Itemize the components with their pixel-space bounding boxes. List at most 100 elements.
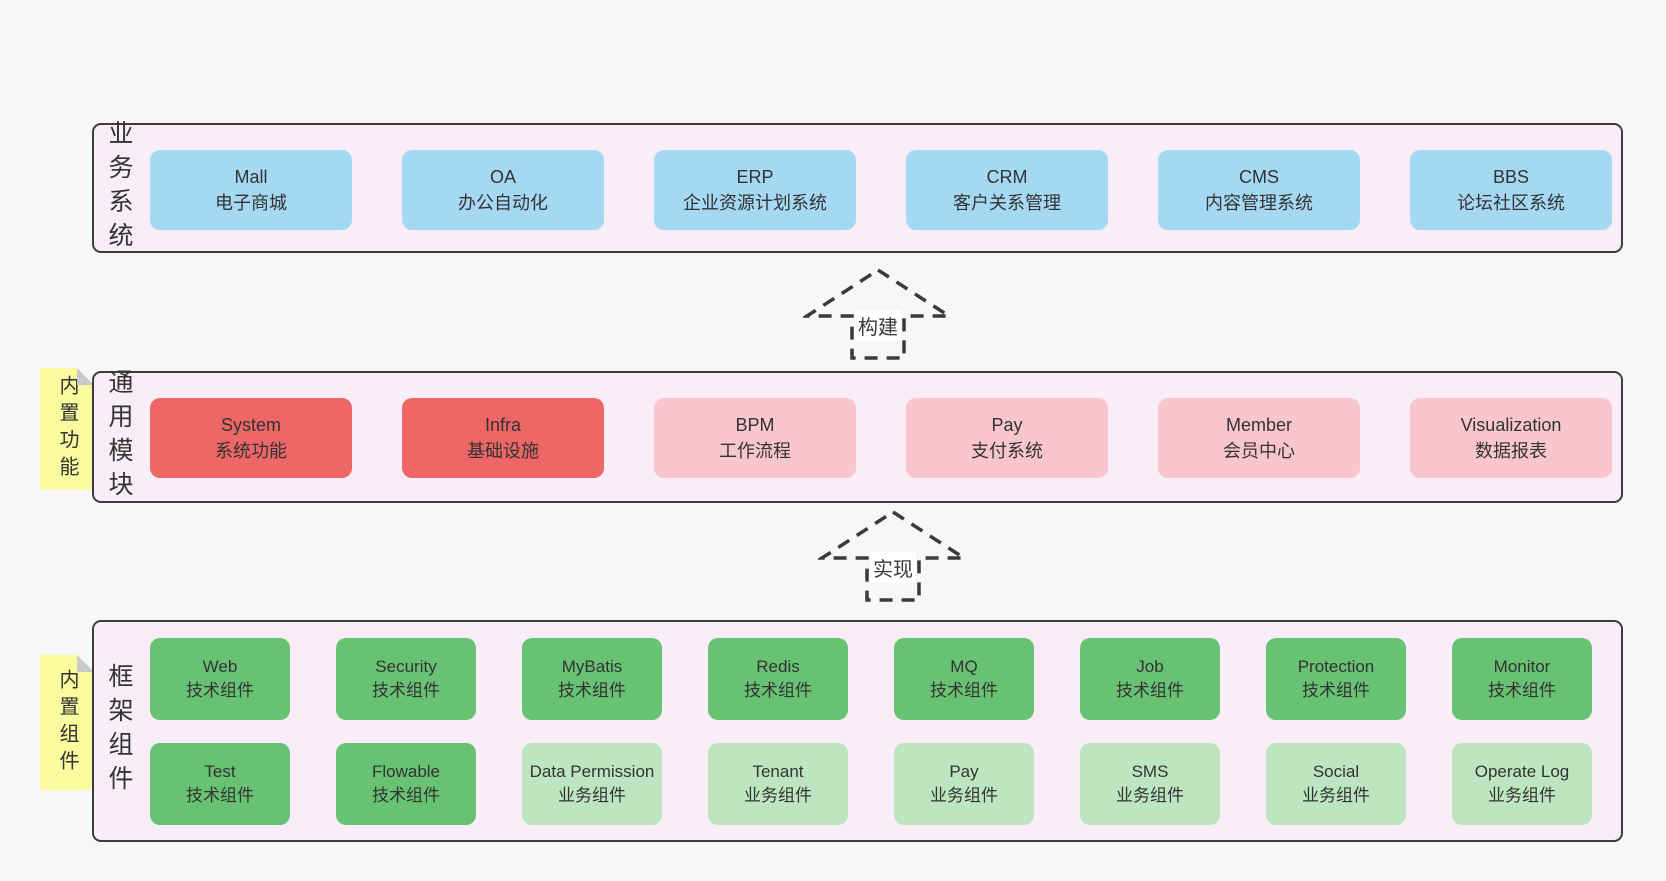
box-member: Member 会员中心 [1158, 398, 1360, 478]
box-sms-en: SMS [1131, 762, 1169, 781]
box-flowable-en: Flowable [371, 762, 441, 781]
box-job-en: Job [1136, 657, 1164, 676]
box-security-zh: 技术组件 [372, 681, 440, 700]
framework-row-1: Web 技术组件 Security 技术组件 MyBatis 技术组件 Redi… [150, 622, 1621, 720]
box-cms-en: CMS [1239, 167, 1279, 187]
box-job: Job 技术组件 [1080, 638, 1220, 720]
section-module-label: 通用模块 [105, 369, 133, 505]
box-bpm-en: BPM [735, 415, 775, 435]
box-mybatis: MyBatis 技术组件 [522, 638, 662, 720]
box-operate-log-en: Operate Log [1474, 762, 1570, 781]
section-business-systems: 业务系统 Mall 电子商城 OA 办公自动化 ERP 企业资源计划系统 CRM… [92, 120, 1623, 256]
arrow-build-label: 构建 [855, 310, 901, 341]
box-redis-en: Redis [756, 657, 800, 676]
box-web: Web 技术组件 [150, 638, 290, 720]
sticky-note-builtin-features-label: 内置功能 [56, 375, 78, 483]
sticky-note-builtin-components: 内置组件 [40, 655, 94, 790]
framework-row-2: Test 技术组件 Flowable 技术组件 Data Permission … [150, 720, 1621, 825]
box-data-permission-en: Data Permission [529, 762, 655, 781]
section-common-modules: 通用模块 System 系统功能 Infra 基础设施 BPM 工作流程 Pay… [92, 369, 1623, 505]
box-pay-biz: Pay 业务组件 [894, 743, 1034, 825]
box-system-en: System [220, 415, 281, 435]
box-web-zh: 技术组件 [186, 681, 254, 700]
business-row: Mall 电子商城 OA 办公自动化 ERP 企业资源计划系统 CRM 客户关系… [150, 125, 1621, 230]
box-bbs-en: BBS [1492, 167, 1530, 187]
box-mall: Mall 电子商城 [150, 150, 352, 230]
box-erp-zh: 企业资源计划系统 [683, 193, 827, 213]
box-security-en: Security [375, 657, 437, 676]
box-mall-en: Mall [234, 167, 268, 187]
box-flowable: Flowable 技术组件 [336, 743, 476, 825]
box-redis: Redis 技术组件 [708, 638, 848, 720]
box-bpm-zh: 工作流程 [719, 441, 791, 461]
box-operate-log: Operate Log 业务组件 [1452, 743, 1592, 825]
box-tenant-en: Tenant [752, 762, 804, 781]
box-pay-biz-en: Pay [949, 762, 979, 781]
module-row: System 系统功能 Infra 基础设施 BPM 工作流程 Pay 支付系统… [150, 373, 1621, 478]
box-monitor-en: Monitor [1493, 657, 1551, 676]
box-crm-zh: 客户关系管理 [953, 193, 1061, 213]
box-security: Security 技术组件 [336, 638, 476, 720]
box-tenant-zh: 业务组件 [744, 786, 812, 805]
sticky-note-builtin-components-label: 内置组件 [56, 668, 78, 777]
box-member-en: Member [1225, 415, 1292, 435]
box-crm-en: CRM [986, 167, 1028, 187]
box-bpm: BPM 工作流程 [654, 398, 856, 478]
box-mq: MQ 技术组件 [894, 638, 1034, 720]
box-test: Test 技术组件 [150, 743, 290, 825]
box-protection-en: Protection [1297, 657, 1375, 676]
box-social: Social 业务组件 [1266, 743, 1406, 825]
up-arrow-icon [818, 509, 968, 602]
box-infra: Infra 基础设施 [402, 398, 604, 478]
box-test-en: Test [204, 762, 236, 781]
box-pay-en: Pay [991, 415, 1023, 435]
box-tenant: Tenant 业务组件 [708, 743, 848, 825]
box-erp-en: ERP [736, 167, 774, 187]
box-bbs-zh: 论坛社区系统 [1457, 193, 1565, 213]
sticky-note-builtin-features: 内置功能 [40, 368, 94, 490]
box-social-zh: 业务组件 [1302, 786, 1370, 805]
box-mq-en: MQ [950, 657, 978, 676]
up-arrow-icon [803, 267, 953, 360]
box-monitor: Monitor 技术组件 [1452, 638, 1592, 720]
box-mybatis-en: MyBatis [561, 657, 623, 676]
box-protection: Protection 技术组件 [1266, 638, 1406, 720]
box-crm: CRM 客户关系管理 [906, 150, 1108, 230]
section-framework-components: 框架组件 Web 技术组件 Security 技术组件 MyBatis 技术组件… [92, 620, 1623, 842]
box-system: System 系统功能 [150, 398, 352, 478]
box-flowable-zh: 技术组件 [372, 786, 440, 805]
box-web-en: Web [202, 657, 238, 676]
box-operate-log-zh: 业务组件 [1488, 786, 1556, 805]
box-erp: ERP 企业资源计划系统 [654, 150, 856, 230]
box-protection-zh: 技术组件 [1302, 681, 1370, 700]
box-oa: OA 办公自动化 [402, 150, 604, 230]
box-data-permission: Data Permission 业务组件 [522, 743, 662, 825]
box-pay: Pay 支付系统 [906, 398, 1108, 478]
box-pay-zh: 支付系统 [971, 441, 1043, 461]
box-data-permission-zh: 业务组件 [558, 786, 626, 805]
box-redis-zh: 技术组件 [744, 681, 812, 700]
box-test-zh: 技术组件 [186, 786, 254, 805]
box-bbs: BBS 论坛社区系统 [1410, 150, 1612, 230]
box-sms: SMS 业务组件 [1080, 743, 1220, 825]
box-cms: CMS 内容管理系统 [1158, 150, 1360, 230]
box-visualization: Visualization 数据报表 [1410, 398, 1612, 478]
box-visualization-zh: 数据报表 [1475, 441, 1547, 461]
box-system-zh: 系统功能 [215, 441, 287, 461]
box-oa-zh: 办公自动化 [458, 193, 548, 213]
box-mq-zh: 技术组件 [930, 681, 998, 700]
box-pay-biz-zh: 业务组件 [930, 786, 998, 805]
box-visualization-en: Visualization [1460, 415, 1562, 435]
box-cms-zh: 内容管理系统 [1205, 193, 1313, 213]
box-infra-zh: 基础设施 [467, 441, 539, 461]
arrow-implement: 实现 [818, 508, 968, 603]
section-business-label: 业务系统 [105, 120, 133, 256]
box-social-en: Social [1312, 762, 1360, 781]
arrow-build: 构建 [803, 266, 953, 361]
box-sms-zh: 业务组件 [1116, 786, 1184, 805]
box-monitor-zh: 技术组件 [1488, 681, 1556, 700]
arrow-implement-label: 实现 [870, 552, 916, 583]
box-oa-en: OA [489, 167, 516, 187]
box-member-zh: 会员中心 [1223, 441, 1295, 461]
